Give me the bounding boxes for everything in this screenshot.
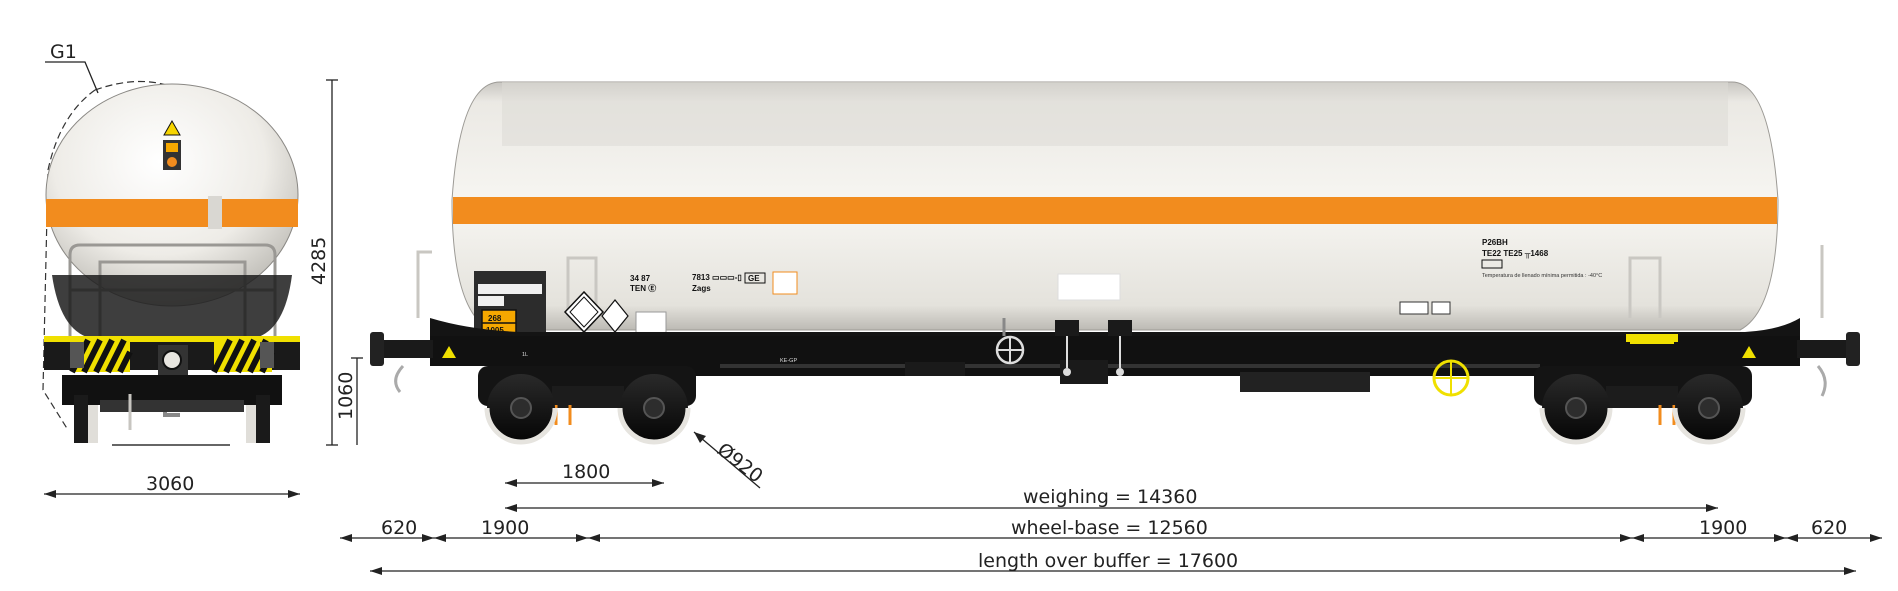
- ge-mark: GE: [748, 274, 760, 283]
- tank-body: [416, 81, 1824, 331]
- end-view: G1: [42, 41, 363, 498]
- buffer-right: [1797, 332, 1860, 397]
- wheel-right-2: [1672, 374, 1746, 445]
- bogie-pivot-left-label: 1900: [481, 517, 529, 539]
- bogie-wheelbase-label: 1800: [562, 461, 610, 483]
- wheel-left-1: [484, 374, 558, 445]
- buffer-left: [370, 332, 433, 393]
- end-width-label: 3060: [146, 473, 194, 495]
- wheel-right-1: [1539, 374, 1613, 445]
- bogie-left: [478, 366, 696, 445]
- class-code: P26BH: [1482, 238, 1508, 247]
- number-line-2: TEN Ⓔ: [630, 283, 656, 293]
- hazard-number-top: 268: [488, 314, 502, 323]
- number-line-3: 7813 ▭▭▭-▯: [692, 273, 742, 282]
- wheel-left-2: [617, 374, 691, 445]
- bogie-pivot-right-label: 1900: [1699, 517, 1747, 539]
- height-label: 4285: [308, 237, 330, 285]
- g1-label: G1: [50, 41, 77, 63]
- kegp-mark: KE-GP: [780, 358, 797, 364]
- number-line-1: 34 87: [630, 274, 651, 283]
- overhang-right-label: 620: [1811, 517, 1847, 539]
- wagon-code: Zags: [692, 284, 711, 293]
- underframe: KE-GP 1L: [430, 318, 1800, 397]
- orange-stripe: [453, 197, 1777, 224]
- class-block: P26BH TE22 TE25 ╥1468 Temperatura de lle…: [1399, 238, 1602, 315]
- overhang-left-label: 620: [381, 517, 417, 539]
- side-view: 268 1005 34 87 TEN Ⓔ 7813 ▭▭▭-▯ Zags GE …: [340, 81, 1882, 575]
- length-over-buffer-label: length over buffer = 17600: [978, 550, 1238, 572]
- weighing-label: weighing = 14360: [1023, 486, 1197, 508]
- temperature-note: Temperatura de llenado mínima permitida …: [1482, 273, 1602, 279]
- coupler-height-label: 1060: [335, 372, 357, 420]
- wheel-diameter-label: Ø920: [713, 439, 767, 488]
- wheel-base-label: wheel-base = 12560: [1011, 517, 1208, 539]
- te-line: TE22 TE25 ╥1468: [1482, 249, 1549, 259]
- axle-mark: 1L: [522, 352, 528, 358]
- wagon-number-block: 34 87 TEN Ⓔ 7813 ▭▭▭-▯ Zags GE: [630, 271, 798, 295]
- bogie-right: [1534, 366, 1752, 445]
